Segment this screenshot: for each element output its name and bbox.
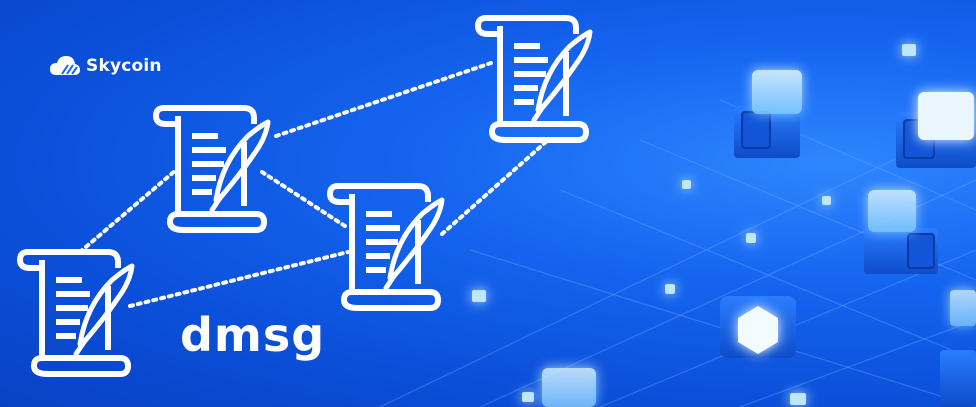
brand-name: Skycoin (86, 56, 162, 76)
small-nodes (472, 44, 916, 405)
server-cube-top (734, 70, 802, 158)
server-cube-mid (864, 190, 938, 274)
brand-logo: Skycoin (50, 52, 162, 80)
connection-lines (78, 60, 550, 308)
server-cube-right (896, 92, 976, 168)
scroll-document-icon (330, 186, 442, 308)
cloud-icon (50, 56, 80, 75)
scroll-document-icon (20, 252, 132, 374)
scroll-document-icon (478, 18, 590, 140)
server-cube-bottom (542, 290, 976, 407)
scroll-document-icon (156, 108, 268, 230)
product-title: dmsg (180, 308, 326, 362)
hexagon-node (720, 296, 796, 358)
